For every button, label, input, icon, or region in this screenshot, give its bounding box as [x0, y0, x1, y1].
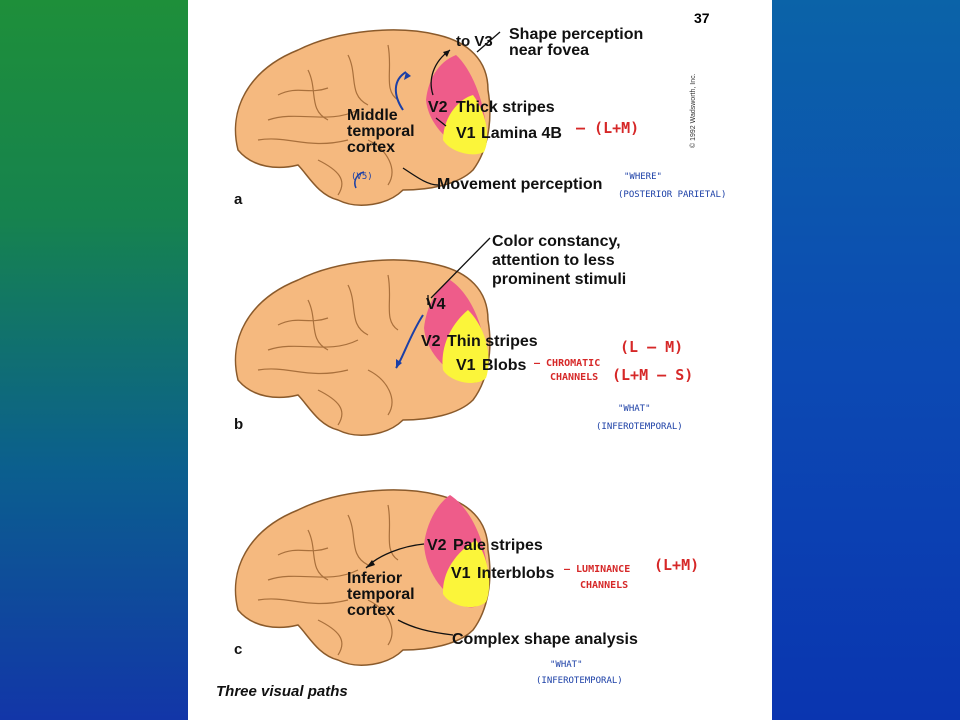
brain-a	[234, 29, 501, 206]
v2-label-c: V2	[427, 537, 447, 554]
hand-what-c: "WHAT"	[550, 660, 583, 670]
panel-b-letter: b	[234, 416, 244, 433]
v1-label-a: V1	[456, 125, 476, 142]
brain-illustrations	[234, 29, 501, 666]
v2-label-b: V2	[421, 333, 441, 350]
figure-caption: Three visual paths	[216, 683, 348, 700]
v2-label-a: V2	[428, 99, 448, 116]
middle-temporal-cortex-label: Middle temporal cortex	[347, 107, 415, 156]
hand-luminance-2: CHANNELS	[580, 580, 629, 591]
hand-posterior-parietal: (POSTERIOR PARIETAL)	[618, 190, 727, 200]
v1-label-b: V1	[456, 357, 476, 374]
movement-perception-label: Movement perception	[437, 176, 603, 193]
shape-perception-label: Shape perception near fovea	[509, 26, 644, 59]
v1-region-c	[442, 540, 490, 608]
hand-inferotemporal-c: (INFEROTEMPORAL)	[536, 676, 623, 686]
complex-shape-analysis-label: Complex shape analysis	[452, 631, 638, 648]
inferior-temporal-cortex-label: Inferior temporal cortex	[347, 570, 415, 619]
thick-stripes-label: Thick stripes	[456, 99, 555, 116]
hand-l-m-s: (L+M – S)	[612, 366, 694, 384]
v1-region-b	[442, 310, 489, 384]
hand-luminance-1: – LUMINANCE	[564, 564, 631, 575]
blobs-label: Blobs	[482, 357, 527, 374]
hand-l-m: (L – M)	[620, 338, 684, 356]
v1-region-a	[443, 95, 488, 155]
v4-label: V4	[426, 296, 446, 313]
thin-stripes-label: Thin stripes	[447, 333, 538, 350]
page-number: 37	[694, 10, 710, 26]
hand-what-b: "WHAT"	[618, 404, 651, 414]
hand-v5: (V5)	[351, 172, 373, 182]
to-v3-label: to V3	[456, 33, 493, 50]
lamina-4b-label: Lamina 4B	[481, 125, 562, 142]
interblobs-label: Interblobs	[477, 565, 555, 582]
brain-c	[234, 489, 491, 666]
hand-inferotemporal-b: (INFEROTEMPORAL)	[596, 422, 683, 432]
hand-chromatic-1: – CHROMATIC	[534, 358, 601, 369]
panel-a-letter: a	[234, 191, 243, 208]
color-constancy-line3: prominent stimuli	[492, 271, 627, 288]
panel-c-letter: c	[234, 641, 243, 658]
color-constancy-line1: Color constancy,	[492, 233, 621, 250]
copyright-notice: © 1992 Wadsworth, Inc.	[690, 73, 697, 148]
v1-label-c: V1	[451, 565, 471, 582]
slide-figure: to V3 Shape perception near fovea V2 Thi…	[188, 0, 772, 720]
color-constancy-line2: attention to less	[492, 252, 615, 269]
hand-where: "WHERE"	[624, 172, 662, 182]
hand-lm-c: (L+M)	[654, 556, 700, 574]
background-right-band	[772, 0, 960, 720]
brain-b	[234, 237, 491, 436]
pale-stripes-label: Pale stripes	[453, 537, 543, 554]
hand-chromatic-2: CHANNELS	[550, 372, 599, 383]
hand-lm-a: – (L+M)	[576, 119, 640, 137]
